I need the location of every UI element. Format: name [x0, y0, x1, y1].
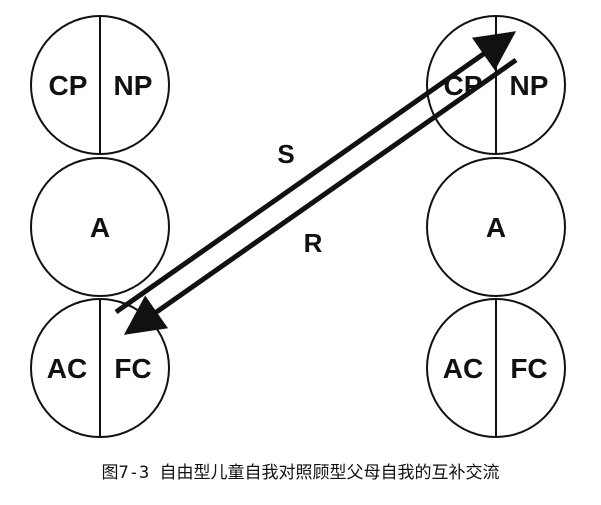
left-ac-label: AC	[47, 353, 87, 384]
left-child-circle: AC FC	[30, 298, 170, 438]
right-np-label: NP	[510, 70, 549, 101]
figure-caption: 图7-3 自由型儿童自我对照顾型父母自我的互补交流	[101, 463, 500, 483]
left-cp-label: CP	[49, 70, 88, 101]
right-adult-circle: A	[426, 157, 566, 297]
right-fc-label: FC	[510, 353, 547, 384]
left-parent-circle: CP NP	[30, 15, 170, 155]
right-parent-circle: CP NP	[426, 15, 566, 155]
stimulus-label: S	[277, 139, 294, 169]
left-ego-model: CP NP A AC FC	[30, 15, 170, 438]
left-np-label: NP	[114, 70, 153, 101]
stimulus-arrow	[114, 31, 517, 315]
left-fc-label: FC	[114, 353, 151, 384]
response-label: R	[304, 228, 323, 258]
response-arrow	[123, 57, 518, 335]
left-a-label: A	[90, 212, 110, 243]
left-adult-circle: A	[30, 157, 170, 297]
right-child-circle: AC FC	[426, 298, 566, 438]
right-a-label: A	[486, 212, 506, 243]
right-ac-label: AC	[443, 353, 483, 384]
